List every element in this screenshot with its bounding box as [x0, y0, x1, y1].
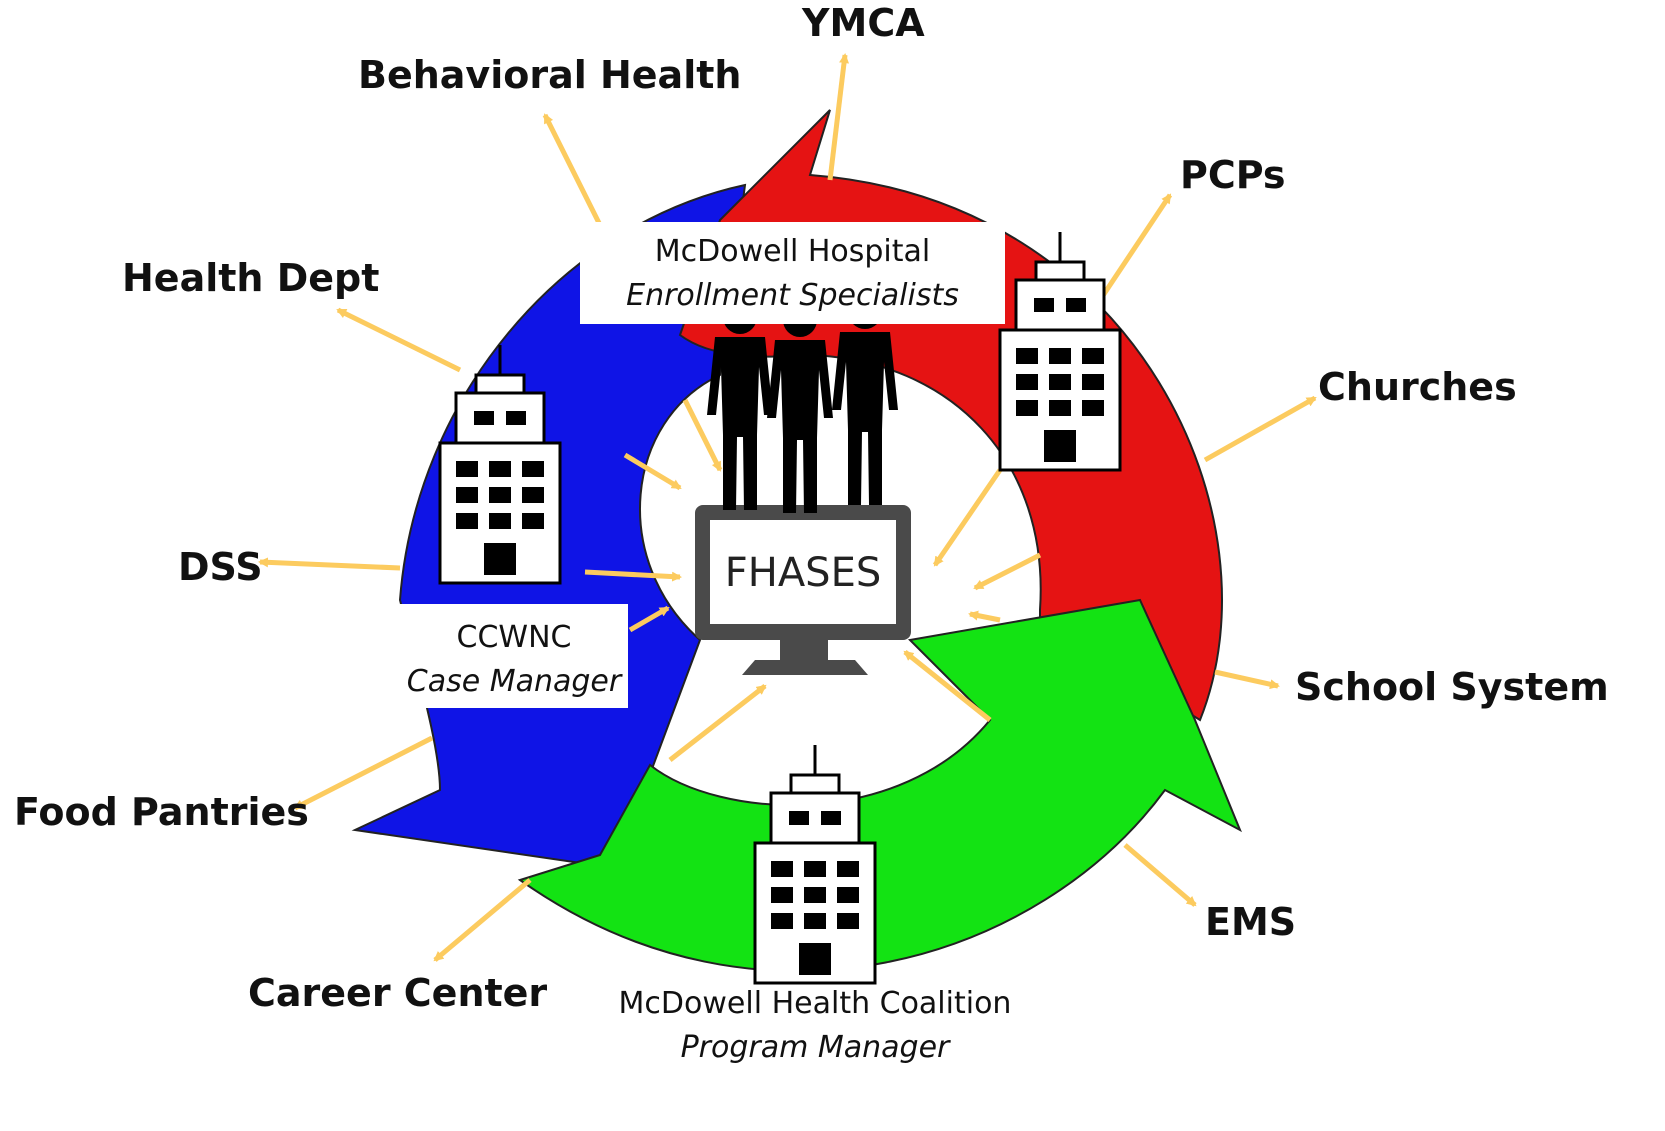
partner-health-dept: Health Dept	[122, 256, 380, 300]
computer-monitor-icon	[695, 505, 911, 675]
partner-career-center: Career Center	[248, 971, 548, 1015]
ccwnc-org-name: CCWNC	[456, 620, 572, 655]
outward-connectors	[258, 53, 1317, 962]
fhases-system-label: FHASES	[724, 550, 882, 596]
partner-dss: DSS	[178, 545, 263, 589]
hospital-org-name: McDowell Hospital	[654, 234, 931, 269]
partner-behavioral-health: Behavioral Health	[358, 53, 742, 97]
ccwnc-label: CCWNC Case Manager	[400, 604, 628, 708]
partner-food-pantries: Food Pantries	[14, 790, 309, 834]
ccwnc-role: Case Manager	[406, 663, 622, 699]
partner-churches: Churches	[1318, 365, 1517, 409]
hospital-role: Enrollment Specialists	[626, 277, 959, 313]
coalition-label: McDowell Health Coalition Program Manage…	[600, 982, 1030, 1072]
coalition-building-icon	[753, 743, 877, 985]
partner-school-system: School System	[1295, 665, 1609, 709]
partner-ymca: YMCA	[802, 1, 925, 45]
coalition-org-name: McDowell Health Coalition	[618, 986, 1012, 1021]
hospital-label: McDowell Hospital Enrollment Specialists	[580, 222, 1005, 324]
partner-pcps: PCPs	[1180, 153, 1286, 197]
coalition-role: Program Manager	[680, 1029, 950, 1065]
partner-ems: EMS	[1205, 900, 1297, 944]
inward-connectors	[584, 398, 1042, 762]
